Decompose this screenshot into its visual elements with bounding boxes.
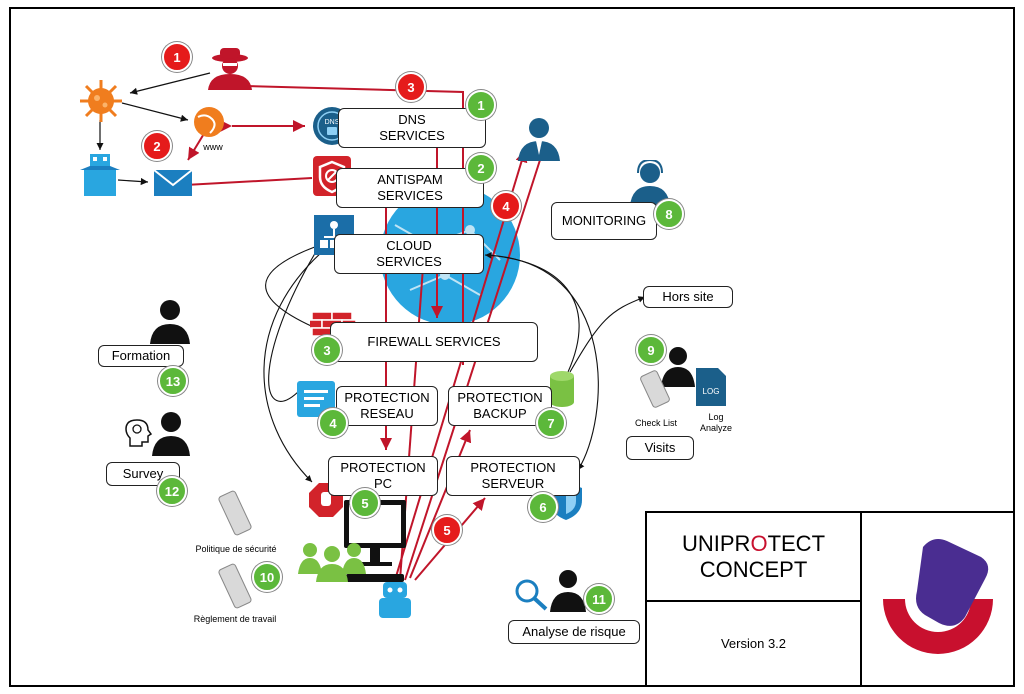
survey-box[interactable]: Survey xyxy=(106,462,180,486)
protection-serveur-box[interactable]: PROTECTION SERVEUR xyxy=(446,456,580,496)
scroll-icon xyxy=(218,490,252,536)
robot-icon xyxy=(80,154,120,196)
protection-pc-box[interactable]: PROTECTION PC xyxy=(328,456,438,496)
user-icon xyxy=(550,570,586,612)
brand-line2: CONCEPT xyxy=(699,556,808,582)
mail-icon xyxy=(153,169,193,196)
manager-icon xyxy=(518,118,560,161)
database-icon xyxy=(550,371,574,407)
badge-green-3: 3 xyxy=(312,335,342,365)
logo-icon xyxy=(882,539,993,654)
svg-text:DNS: DNS xyxy=(325,119,340,126)
dns-services-box[interactable]: DNS SERVICES xyxy=(338,108,486,148)
badge-green-12: 12 xyxy=(157,476,187,506)
checklist-label: Check List xyxy=(634,418,678,428)
www-label: www xyxy=(203,142,223,152)
version-label: Version 3.2 xyxy=(720,636,787,651)
badge-green-5: 5 xyxy=(350,488,380,518)
politique-label: Politique de sécurité xyxy=(195,544,277,554)
badge-green-1: 1 xyxy=(466,90,496,120)
badge-green-11: 11 xyxy=(584,584,614,614)
badge-green-6: 6 xyxy=(528,492,558,522)
antispam-services-box[interactable]: ANTISPAM SERVICES xyxy=(336,168,484,208)
badge-red-3: 3 xyxy=(396,72,426,102)
network-protection-icon xyxy=(297,381,335,417)
badge-red-4: 4 xyxy=(491,191,521,221)
hacker-icon xyxy=(208,48,252,90)
globe-www-icon xyxy=(194,107,224,137)
cloud-services-box[interactable]: CLOUD SERVICES xyxy=(334,234,484,274)
badge-green-9: 9 xyxy=(636,335,666,365)
badge-green-8: 8 xyxy=(654,199,684,229)
firewall-services-box[interactable]: FIREWALL SERVICES xyxy=(330,322,538,362)
diagram-frame xyxy=(9,7,1015,687)
user-icon xyxy=(152,412,190,456)
protection-backup-box[interactable]: PROTECTION BACKUP xyxy=(448,386,552,426)
badge-green-4: 4 xyxy=(318,408,348,438)
log-file-icon: LOG xyxy=(696,368,726,406)
svg-text:LOG: LOG xyxy=(703,387,720,396)
virus-icon xyxy=(80,80,122,122)
formation-box[interactable]: Formation xyxy=(98,345,184,367)
badge-red-1: 1 xyxy=(162,42,192,72)
magnifier-icon xyxy=(515,579,548,611)
badge-green-13: 13 xyxy=(158,366,188,396)
badge-red-5: 5 xyxy=(432,515,462,545)
user-icon xyxy=(661,347,695,387)
analyse-risque-box[interactable]: Analyse de risque xyxy=(508,620,640,644)
badge-green-10: 10 xyxy=(252,562,282,592)
version-block: Version 3.2 xyxy=(645,600,862,687)
badge-green-2: 2 xyxy=(466,153,496,183)
scroll-icon xyxy=(218,563,252,609)
scroll-icon xyxy=(640,370,670,408)
user-icon xyxy=(150,300,190,344)
logo-block xyxy=(860,511,1015,687)
users-group-icon xyxy=(298,543,366,582)
protection-reseau-box[interactable]: PROTECTION RESEAU xyxy=(336,386,438,426)
brand-line1: UNIPROTECT xyxy=(681,530,826,556)
badge-red-2: 2 xyxy=(142,131,172,161)
hors-site-box[interactable]: Hors site xyxy=(643,286,733,308)
robot-icon xyxy=(379,582,411,618)
reglement-label: Règlement de travail xyxy=(193,614,277,624)
log-analyze-label: Log Analyze xyxy=(699,412,733,433)
monitoring-box[interactable]: MONITORING xyxy=(551,202,657,240)
title-block: UNIPROTECT CONCEPT xyxy=(645,511,862,602)
head-brain-icon xyxy=(125,419,152,447)
badge-green-7: 7 xyxy=(536,408,566,438)
visits-box[interactable]: Visits xyxy=(626,436,694,460)
